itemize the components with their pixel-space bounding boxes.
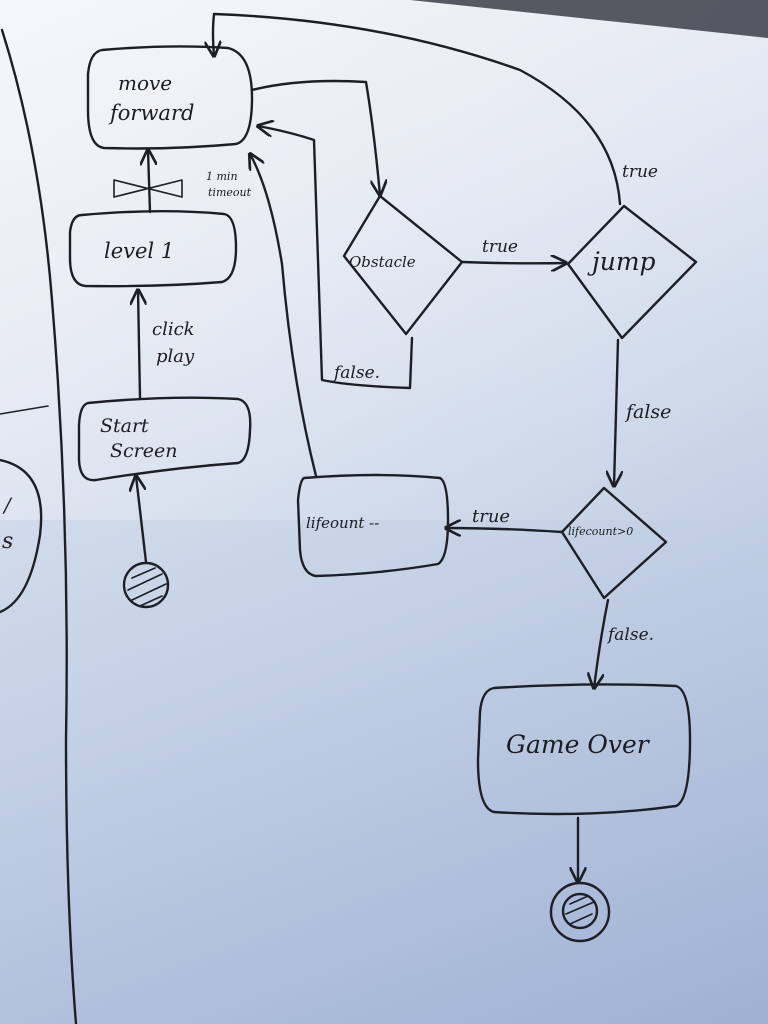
lifecount-decrement-node: lifeount -- [296, 473, 450, 578]
jump-label: jump [587, 247, 656, 276]
game-over-node: Game Over [476, 683, 692, 816]
left-stub-line [0, 405, 49, 415]
obstacle-decision-node: Obstacle [342, 194, 464, 336]
left-fragment-slash: / [2, 493, 13, 517]
lifecount-check-label: lifecount>0 [568, 525, 633, 538]
level1-label: level 1 [104, 239, 174, 263]
edge-label-obstacle-false: false. [332, 363, 380, 383]
edge-lifecount-false-to-game-over [594, 598, 610, 688]
edge-obstacle-false-loop [258, 126, 414, 390]
lifecount-decrement-label: lifeount -- [306, 514, 379, 532]
game-over-label: Game Over [506, 730, 651, 759]
left-circle-fragment [0, 458, 43, 614]
level1-node: level 1 [68, 210, 238, 288]
start-screen-label-2: Screen [110, 440, 177, 462]
lifecount-check-node: lifecount>0 [560, 486, 668, 600]
edge-move-forward-to-obstacle [250, 79, 380, 195]
edge-level1-to-move-forward [148, 150, 150, 214]
edge-label-play: play [156, 346, 195, 367]
end-node [549, 881, 611, 943]
board-divider-line [0, 28, 78, 1024]
start-node [122, 561, 170, 609]
timeout-hourglass-icon [113, 179, 183, 198]
edge-label-jump-true: true [622, 162, 658, 182]
start-screen-node: Start Screen [77, 396, 252, 482]
edge-label-obstacle-true: true [482, 237, 518, 257]
edge-obstacle-to-jump [460, 262, 566, 263]
edge-label-lifecount-true: true [472, 506, 510, 527]
edge-lifecount-decrement-to-move-forward [250, 154, 318, 478]
move-forward-label-2: forward [108, 101, 194, 125]
jump-decision-node: jump [566, 204, 698, 340]
start-screen-label-1: Start [100, 415, 149, 437]
edge-label-click: click [152, 319, 195, 340]
edge-lifecount-true [446, 528, 564, 532]
edge-start-screen-to-level1 [138, 290, 140, 400]
board-glare [0, 0, 768, 520]
edge-jump-true-to-move-forward [213, 12, 622, 206]
board-top-frame [410, 0, 768, 38]
edge-label-timeout: timeout [208, 186, 252, 199]
edge-label-jump-false: false [624, 401, 671, 423]
edge-label-1min: 1 min [206, 170, 238, 183]
edge-jump-false-to-lifecount [614, 338, 618, 486]
edge-label-lifecount-false: false. [606, 625, 654, 645]
obstacle-label: Obstacle [349, 253, 416, 271]
left-fragment-s: s [2, 529, 13, 554]
edge-start-to-start-screen [136, 476, 148, 564]
move-forward-node: move forward [86, 45, 254, 150]
move-forward-label-1: move [118, 71, 172, 95]
